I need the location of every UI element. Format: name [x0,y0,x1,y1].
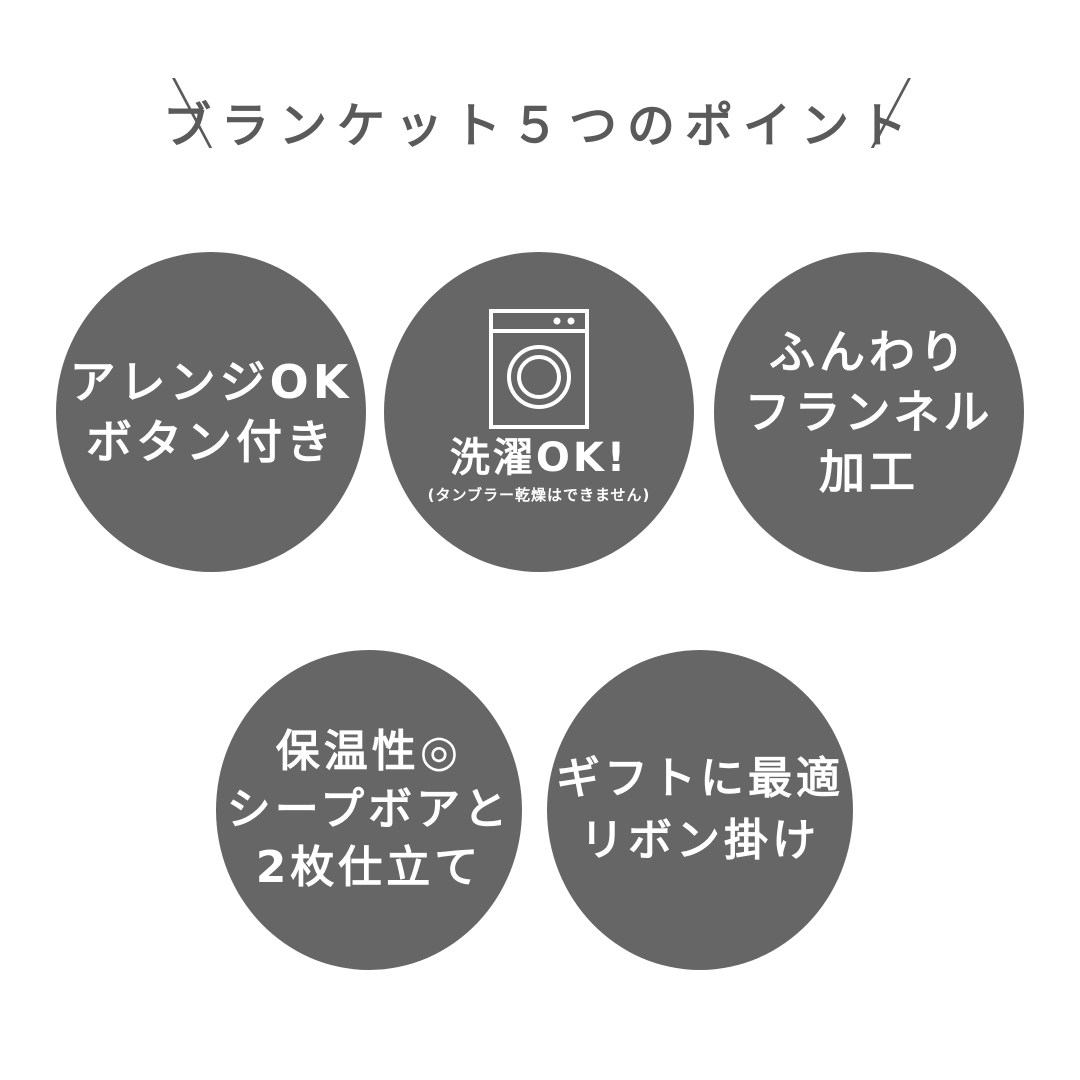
point-circle-gift-ribbon: ギフトに最適 リボン掛け [547,650,853,970]
point-4-line-3: 2枚仕立て [255,842,483,893]
point-2-title: 洗濯OK! [449,435,629,481]
point-circle-warmth: 保温性◎ シープボアと 2枚仕立て [216,650,522,970]
point-4-line-2: シープボアと [226,784,512,835]
point-5-line-1: ギフトに最適 [556,753,844,804]
washing-machine-icon [489,309,589,429]
section-heading: ブランケット５つのポイント [0,78,1080,158]
point-4-line-1: 保温性◎ [275,726,463,777]
point-3-line-1: ふんわり [769,325,969,379]
point-circle-flannel: ふんわり フランネル 加工 [714,252,1024,572]
point-3-line-2: フランネル [744,385,994,439]
heading-title: ブランケット５つのポイント [162,98,917,154]
point-circle-washable: 洗濯OK! (タンブラー乾燥はできません) [384,252,694,572]
point-5-line-2: リボン掛け [580,815,820,866]
point-1-line-1: アレンジOK [69,355,353,409]
point-circle-arrange-buttons: アレンジOK ボタン付き [56,252,366,572]
point-2-note: (タンブラー乾燥はできません) [427,486,651,504]
point-3-line-3: 加工 [819,445,919,499]
point-1-line-2: ボタン付き [86,415,336,469]
